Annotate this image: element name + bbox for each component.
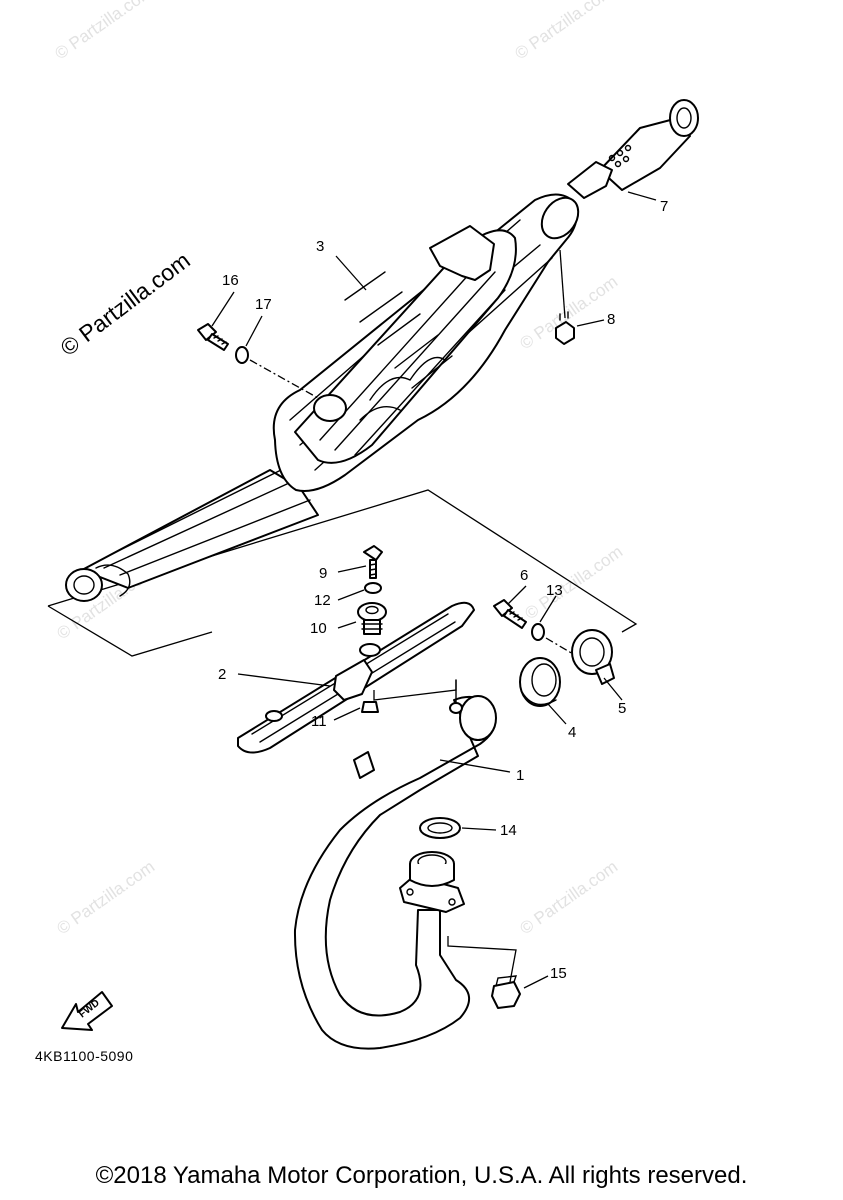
muffler-outlet — [540, 196, 580, 240]
watermark-faint: © Partzilla.com — [53, 857, 158, 938]
bolt-6 — [493, 599, 527, 629]
spark-arrester-body — [599, 117, 691, 191]
heat-shield — [294, 229, 517, 464]
watermark-faint: © Partzilla.com — [521, 542, 626, 623]
watermark-faint: © Partzilla.com — [511, 0, 616, 63]
muffler-inlet-pipe — [81, 469, 319, 589]
callout-9: 9 — [319, 565, 327, 582]
callout-1: 1 — [516, 767, 524, 784]
callout-4: 4 — [568, 724, 576, 741]
assembly-outline — [47, 489, 638, 657]
mount-axis-line — [249, 359, 319, 399]
muffler-mount-boss — [313, 394, 347, 422]
exhaust-pipe-tube — [293, 696, 497, 1050]
watermark-faint: © Partzilla.com — [516, 857, 621, 938]
callout-8: 8 — [607, 311, 615, 328]
callout-3: 3 — [316, 238, 324, 255]
callout-11: 11 — [311, 713, 327, 730]
washer-13 — [531, 623, 545, 641]
callout-13: 13 — [546, 582, 563, 599]
clamp-5 — [571, 629, 615, 685]
bolt-16 — [197, 323, 229, 351]
callout-7: 7 — [660, 198, 668, 215]
spark-arrester — [567, 99, 699, 199]
muffler-stay — [237, 601, 475, 754]
bolt-9 — [363, 545, 383, 579]
muffler-mount-bracket — [429, 225, 495, 281]
callout-15: 15 — [550, 965, 567, 982]
gasket-14 — [419, 817, 461, 839]
watermark-faint: © Partzilla.com — [51, 0, 156, 63]
nut-15-leader-line — [447, 936, 517, 983]
copyright-notice: ©2018 Yamaha Motor Corporation, U.S.A. A… — [95, 1162, 748, 1189]
exhaust-pipe — [293, 679, 497, 1050]
callout-2: 2 — [218, 666, 226, 683]
muffler-inlet-flange — [65, 568, 103, 602]
callout-6: 6 — [520, 567, 528, 584]
callout-12: 12 — [314, 592, 331, 609]
forward-arrow: FWD — [61, 991, 113, 1031]
stay-tab — [333, 659, 373, 701]
exhaust-pipe-bracket — [353, 751, 375, 779]
washer-17 — [235, 346, 249, 364]
spark-arrester-tip — [669, 99, 699, 137]
callout-14: 14 — [500, 822, 517, 839]
exhaust-pipe-outlet — [459, 695, 497, 741]
callout-5: 5 — [618, 700, 626, 717]
callout-17: 17 — [255, 296, 272, 313]
muffler — [65, 193, 580, 602]
callout-10: 10 — [310, 620, 327, 637]
bolt-8 — [555, 311, 575, 345]
spark-arrester-plate — [567, 161, 613, 199]
leader-lines — [211, 191, 657, 989]
damper-10 — [357, 602, 387, 635]
collar-11 — [361, 701, 379, 713]
watermark-main: © Partzilla.com — [55, 247, 194, 361]
bolt-8-leader-line — [559, 249, 566, 319]
washer-12 — [364, 582, 382, 594]
diagram-code: 4KB1100-5090 — [35, 1048, 133, 1064]
nut-15 — [491, 975, 521, 1009]
joint-4 — [519, 657, 561, 707]
forward-arrow-icon — [61, 991, 113, 1031]
callout-16: 16 — [222, 272, 239, 289]
callouts: 1 2 3 4 5 6 7 8 9 10 11 12 13 14 15 16 1… — [218, 198, 668, 982]
